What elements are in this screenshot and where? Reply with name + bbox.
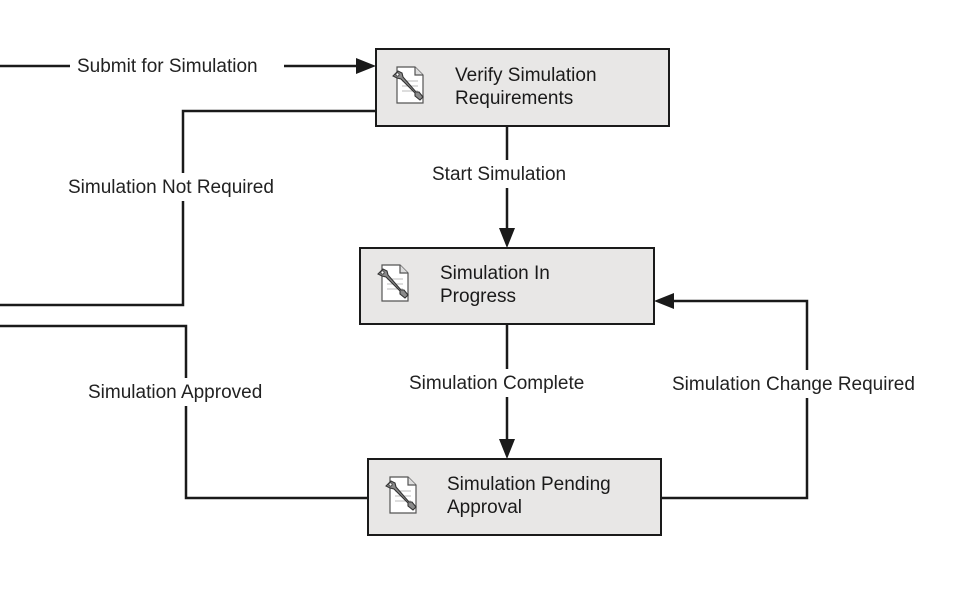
edge-not-required[interactable]: Simulation Not Required [0, 109, 376, 307]
node-verify-simulation-requirements[interactable]: Verify Simulation Requirements [375, 48, 670, 127]
edge-label-approved: Simulation Approved [88, 382, 262, 403]
edge-complete[interactable]: Simulation Complete [404, 324, 604, 459]
edge-approved[interactable]: Simulation Approved [0, 324, 368, 500]
node-simulation-in-progress[interactable]: Simulation In Progress [359, 247, 655, 325]
node-label-line-2: Progress [440, 286, 516, 307]
edge-label-change: Simulation Change Required [672, 374, 915, 395]
tool-document-icon [377, 264, 409, 302]
node-label-line-1: Verify Simulation [455, 65, 597, 86]
edge-label-submit: Submit for Simulation [77, 56, 258, 77]
node-label-line-1: Simulation Pending [447, 474, 611, 495]
edge-submit[interactable]: Submit for Simulation [0, 52, 376, 80]
edge-label-start: Start Simulation [432, 164, 566, 185]
edge-label-complete: Simulation Complete [409, 373, 584, 394]
edge-change[interactable]: Simulation Change Required [654, 293, 934, 500]
node-label-line-2: Approval [447, 497, 522, 518]
node-label-line-2: Requirements [455, 88, 573, 109]
node-label-line-1: Simulation In [440, 263, 550, 284]
tool-document-icon [392, 66, 424, 104]
tool-document-icon [385, 476, 417, 514]
edge-start[interactable]: Start Simulation [427, 126, 583, 248]
edge-label-not-required: Simulation Not Required [68, 177, 274, 198]
node-simulation-pending-approval[interactable]: Simulation Pending Approval [367, 458, 662, 536]
